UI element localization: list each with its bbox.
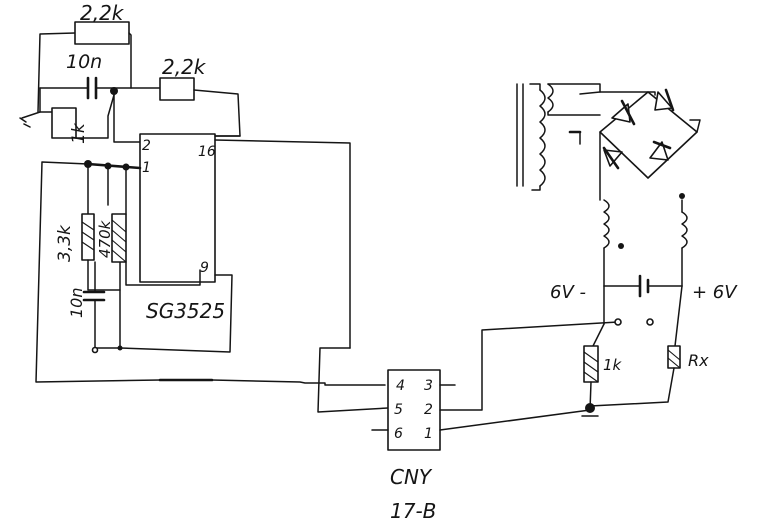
transformer-primary-coil [539, 89, 546, 187]
transformer-secondary-coil [547, 83, 554, 113]
optocoupler-section [371, 321, 619, 451]
diode-2 [654, 91, 673, 111]
terminal-right-mid [646, 318, 654, 326]
label-opto-name-2: 17-B [390, 499, 436, 523]
inductor-right [681, 211, 688, 249]
label-c-bottom: 10n [67, 288, 86, 319]
junction-right-bottom [585, 403, 595, 413]
labels: 2,2k 10n 2,2k 1k 2 1 16 9 3,3k 470k 10n … [55, 1, 738, 523]
resistor-left [51, 107, 77, 139]
label-pin1: 1 [142, 160, 151, 176]
label-bat-pos: + 6V [692, 282, 738, 303]
junction-top [110, 87, 118, 95]
resistor-top [74, 21, 130, 45]
inductor-left-dot [618, 243, 624, 249]
oscillator-section [19, 21, 389, 413]
resistor-mid [159, 77, 195, 101]
label-r-33k: 3,3k [55, 224, 75, 262]
label-opto-pin5: 5 [394, 402, 403, 418]
label-opto-pin6: 6 [394, 426, 403, 442]
label-r-top: 2,2k [80, 1, 125, 25]
label-r-1k: 1k [603, 356, 623, 374]
label-opto-pin3: 3 [424, 378, 433, 394]
label-c-top: 10n [66, 51, 102, 73]
label-r-470k: 470k [96, 219, 114, 258]
label-ic-name: SG3525 [146, 299, 225, 323]
label-pin16: 16 [198, 144, 216, 160]
terminal-bridge-out [679, 193, 685, 199]
label-opto-pin4: 4 [396, 378, 405, 394]
ic-sg3525-body [139, 133, 216, 283]
label-opto-pin2: 2 [424, 402, 433, 418]
inductor-left [603, 199, 610, 249]
terminal-bottom-a [91, 346, 99, 354]
terminal-left-mid [614, 318, 622, 326]
label-pin9: 9 [200, 260, 209, 276]
resistor-rx [667, 345, 681, 369]
resistor-3k3 [81, 213, 95, 261]
power-section [516, 83, 701, 417]
resistor-470k [111, 213, 127, 263]
label-opto-pin1: 1 [424, 426, 433, 442]
label-r-x: Rx [688, 351, 709, 370]
optocoupler-body [387, 369, 441, 451]
label-r-mid: 2,2k [162, 55, 207, 79]
label-bat-neg: 6V - [550, 282, 586, 303]
terminal-bottom-b [117, 345, 123, 351]
label-r-left: 1k [69, 122, 89, 144]
label-pin2: 2 [142, 138, 151, 154]
label-opto-name-1: CNY [390, 465, 433, 489]
